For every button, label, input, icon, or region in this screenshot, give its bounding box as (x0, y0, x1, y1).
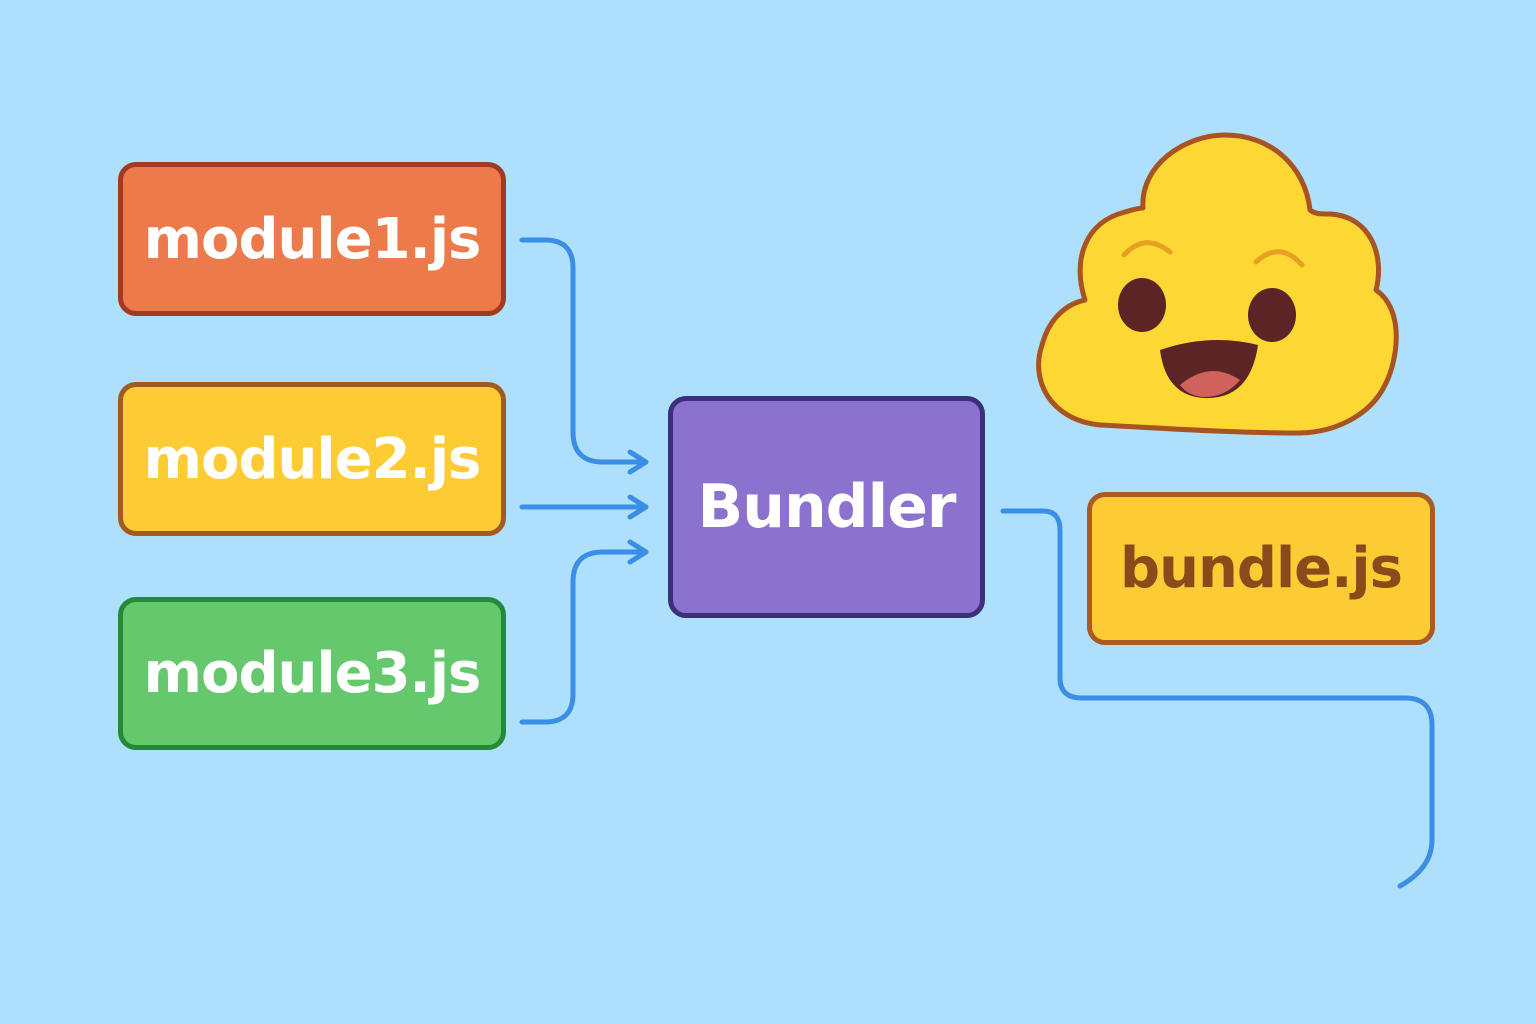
arrowhead-module3-icon (627, 539, 649, 565)
arrowhead-module2-icon (627, 494, 649, 520)
edge-module1-to-bundler (519, 237, 648, 465)
module2-node[interactable]: module2.js (118, 382, 506, 536)
arrowhead-module1-icon (627, 449, 649, 475)
module2-label: module2.js (143, 426, 482, 492)
bundle-label: bundle.js (1120, 536, 1403, 601)
module1-label: module1.js (143, 206, 482, 272)
module1-node[interactable]: module1.js (118, 162, 506, 316)
bundler-node[interactable]: Bundler (668, 396, 985, 618)
bundler-label: Bundler (697, 472, 957, 542)
edge-module3-to-bundler (519, 549, 648, 725)
smiling-cloud-icon (1036, 132, 1399, 436)
module3-label: module3.js (143, 641, 482, 706)
bundle-output-node[interactable]: bundle.js (1087, 492, 1435, 645)
module3-node[interactable]: module3.js (118, 597, 506, 750)
